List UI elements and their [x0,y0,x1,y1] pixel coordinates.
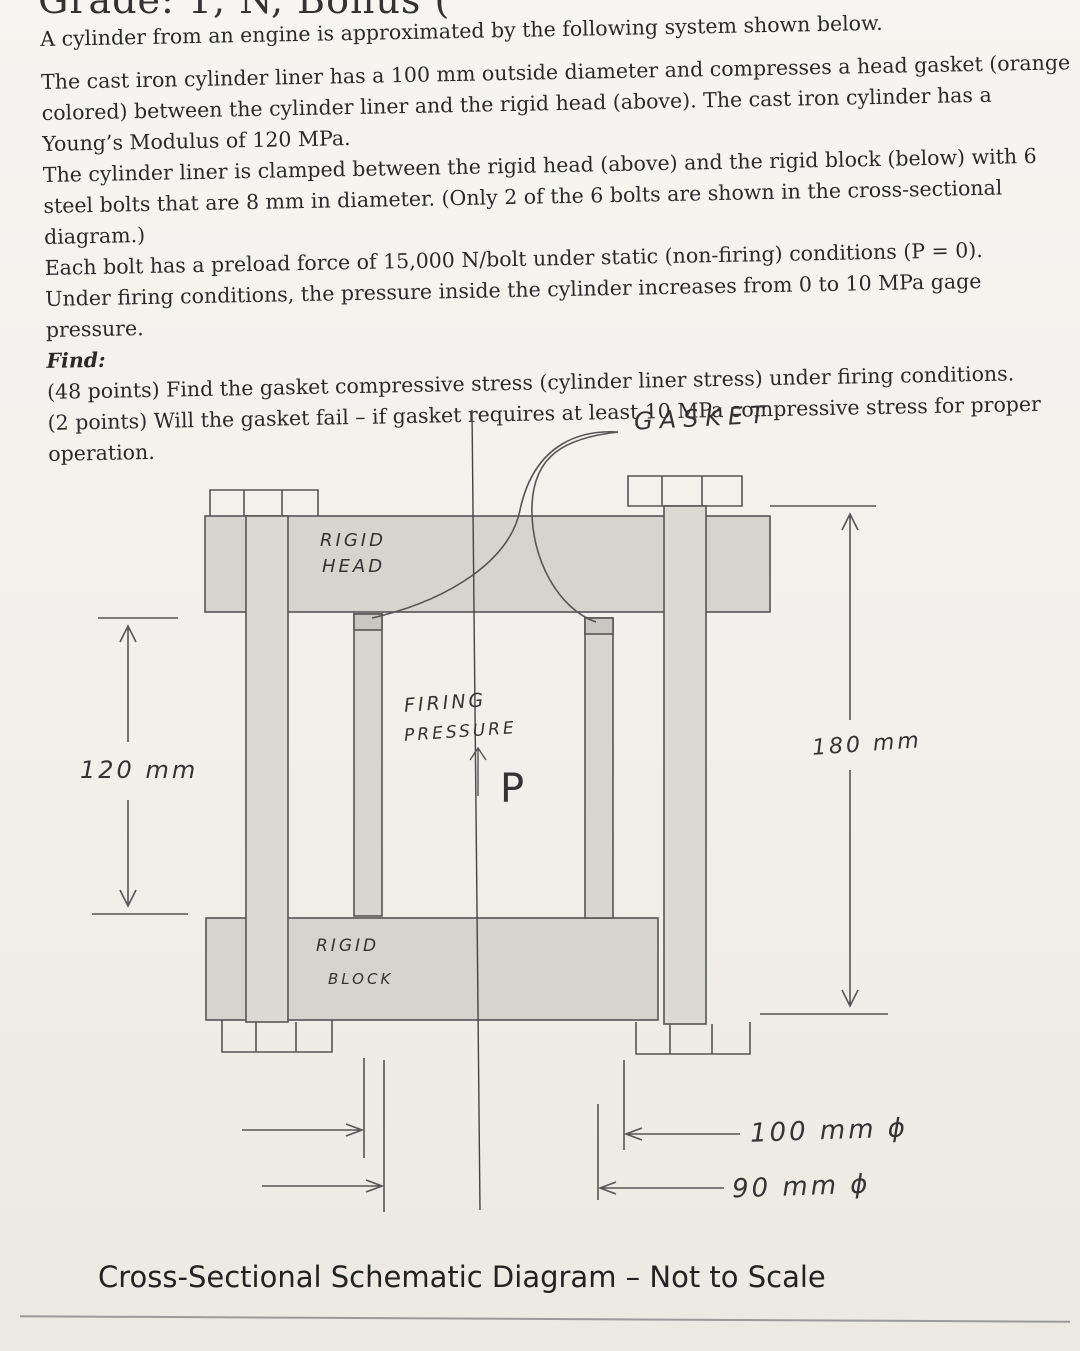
rigid-head-label-1: RIGID [320,530,386,551]
bolt-right [663,505,707,1025]
dim-outer-dia-label: 100 mm ϕ [749,1113,909,1149]
nut-bottom-left [221,1020,333,1053]
pressure-symbol: P [500,766,528,812]
dim-left-arrow-up [119,624,137,742]
rigid-head-label-2: HEAD [322,556,386,577]
pressure-arrow [469,746,487,796]
center-line [471,409,481,1211]
gasket-leader-left [371,430,619,619]
nut-top-left [209,489,319,519]
bolt-left [245,515,289,1023]
dia-inner-arrow-left [262,1179,385,1193]
nut-top-right [627,475,743,507]
rigid-block-label-2: BLOCK [328,970,394,988]
dim-right-arrow-down [841,770,859,1008]
dia-outer-arrow-right [623,1127,740,1141]
grade-header: Grade: 1, N, Bonus ( [38,0,451,22]
dim-left-label: 120 mm [80,756,199,784]
dim-inner-dia-label: 90 mm ϕ [731,1169,871,1205]
dia-outer-arrow-left [242,1123,365,1137]
rigid-block-label-1: RIGID [316,936,380,956]
dim-right-arrow-up [841,512,859,720]
gasket-leader-right [531,431,619,623]
gasket-right [584,617,614,635]
diagram-caption: Cross-Sectional Schematic Diagram – Not … [98,1260,826,1294]
liner-wall-left [353,613,383,917]
nut-bottom-right [635,1022,751,1055]
dim-left-arrow-down [119,800,137,908]
liner-wall-right [584,617,614,919]
dia-inner-arrow-right [597,1181,724,1195]
